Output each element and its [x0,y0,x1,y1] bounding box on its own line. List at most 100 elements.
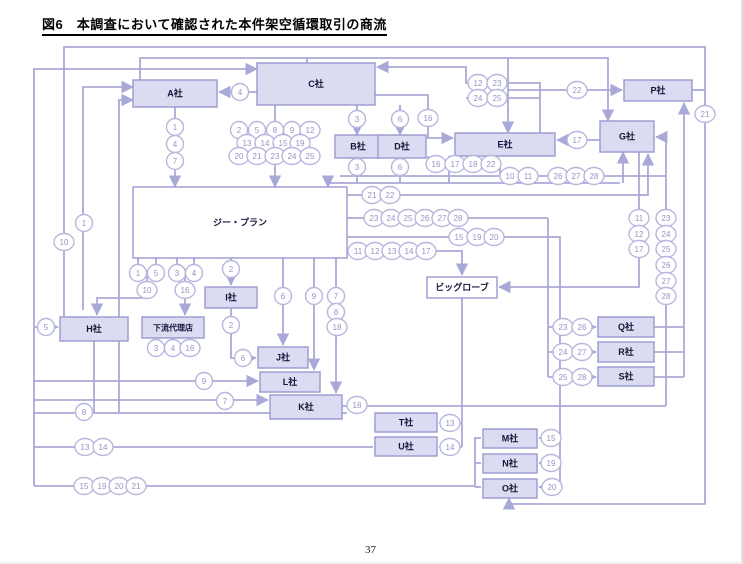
box-s-label: S社 [618,371,633,382]
box-k-label: K社 [298,401,314,412]
flow-badge-number: 12 [371,247,380,256]
flow-line [118,93,134,412]
box-j [257,346,309,369]
flow-badge-number: 7 [173,157,178,166]
flow-badge-number: 6 [281,292,286,301]
flow-badge-number: 27 [438,214,447,223]
flow-badge-number: 10 [143,286,152,295]
flow-badge-number: 18 [353,401,362,410]
flow-badge-number: 14 [405,247,414,256]
flow-badge [415,241,437,261]
flow-badge-number: 6 [241,354,246,363]
box-r [597,341,655,363]
flow-badge-number: 28 [590,172,599,181]
flow-badge-number: 15 [279,139,288,148]
flow-badge-number: 2 [229,265,234,274]
box-p [623,79,693,102]
flow-badge-number: 18 [469,160,478,169]
flow-badge [483,227,505,247]
flow-badge [128,263,148,283]
flow-badge-number: 2 [237,126,242,135]
flow-badge [221,259,241,279]
flow-badge [447,208,469,228]
box-down-label: 下流代理店 [153,323,193,333]
flow-badge [571,367,593,387]
flow-badge [221,315,241,335]
flow-badge-number: 13 [243,139,252,148]
box-i-label: I社 [225,292,237,303]
flow-badge-number: 8 [82,408,87,417]
flow-badge-number: 4 [192,269,197,278]
box-h-label: H社 [86,323,102,334]
flow-badge-number: 20 [548,483,557,492]
flow-badge-number: 17 [635,245,644,254]
flow-badge-number: 19 [98,482,107,491]
flow-badge [125,476,147,496]
flow-badge [540,428,562,448]
flow-badge-number: 25 [559,373,568,382]
flow-badge [304,286,324,306]
box-a-label: A社 [167,88,183,99]
flow-badge-number: 1 [173,123,178,132]
box-j-label: J社 [276,352,290,363]
flow-badge-number: 3 [154,344,159,353]
flow-badge-number: 24 [387,214,396,223]
box-d-label: D社 [394,141,410,152]
flow-line [498,152,640,294]
flow-badge [347,109,367,129]
flow-badge-number: 8 [273,126,278,135]
flow-badge-number: 26 [421,214,430,223]
flow-badge-number: 5 [44,323,49,332]
flow-line [375,94,454,145]
flow-badge-number: 19 [547,459,556,468]
box-down [141,316,205,339]
flow-badge-number: 10 [506,172,515,181]
box-g [599,120,655,153]
flow-badge-number: 9 [202,377,207,386]
flow-badge-number: 12 [306,126,315,135]
flow-line [82,80,134,310]
flow-badge [179,338,201,358]
box-l [259,371,321,393]
flow-badge [299,146,321,166]
flow-badge-number: 14 [261,139,270,148]
flow-line [655,130,668,406]
box-l-label: L社 [283,376,298,387]
box-u-label: U社 [398,441,414,452]
box-biglobe [426,276,498,299]
flow-badge-number: 23 [271,152,280,161]
flow-badge [194,371,214,391]
box-t-label: T社 [399,417,414,428]
flow-badge [74,213,94,233]
flow-badge-number: 16 [186,344,195,353]
flow-badge-number: 6 [398,115,403,124]
flow-badge-number: 7 [223,397,228,406]
box-u [374,436,438,457]
flow-badge [347,157,367,177]
flow-badge-number: 14 [99,443,108,452]
flow-badge-number: 11 [354,247,363,256]
box-a [132,79,218,108]
flow-badge [326,317,348,337]
flow-badge-number: 22 [386,191,395,200]
flow-badge-number: 20 [490,233,499,242]
flow-badge-number: 16 [424,114,433,123]
flow-badge-number: 17 [422,247,431,256]
flow-badge [566,80,588,100]
flow-badge-number: 27 [578,348,587,357]
flow-badge [517,166,539,186]
flow-badge [146,263,166,283]
flow-badge-number: 21 [368,191,377,200]
flow-badge [417,108,439,128]
flow-badge-number: 4 [173,140,178,149]
flow-badge-number: 7 [334,292,339,301]
flow-badge-number: 25 [404,214,413,223]
flow-badge [379,185,401,205]
box-c [256,62,376,106]
box-t [374,412,438,433]
box-r-label: R社 [618,346,634,357]
flow-badge-number: 23 [662,214,671,223]
flow-badge-number: 13 [388,247,397,256]
flow-badge-number: 18 [333,323,342,332]
